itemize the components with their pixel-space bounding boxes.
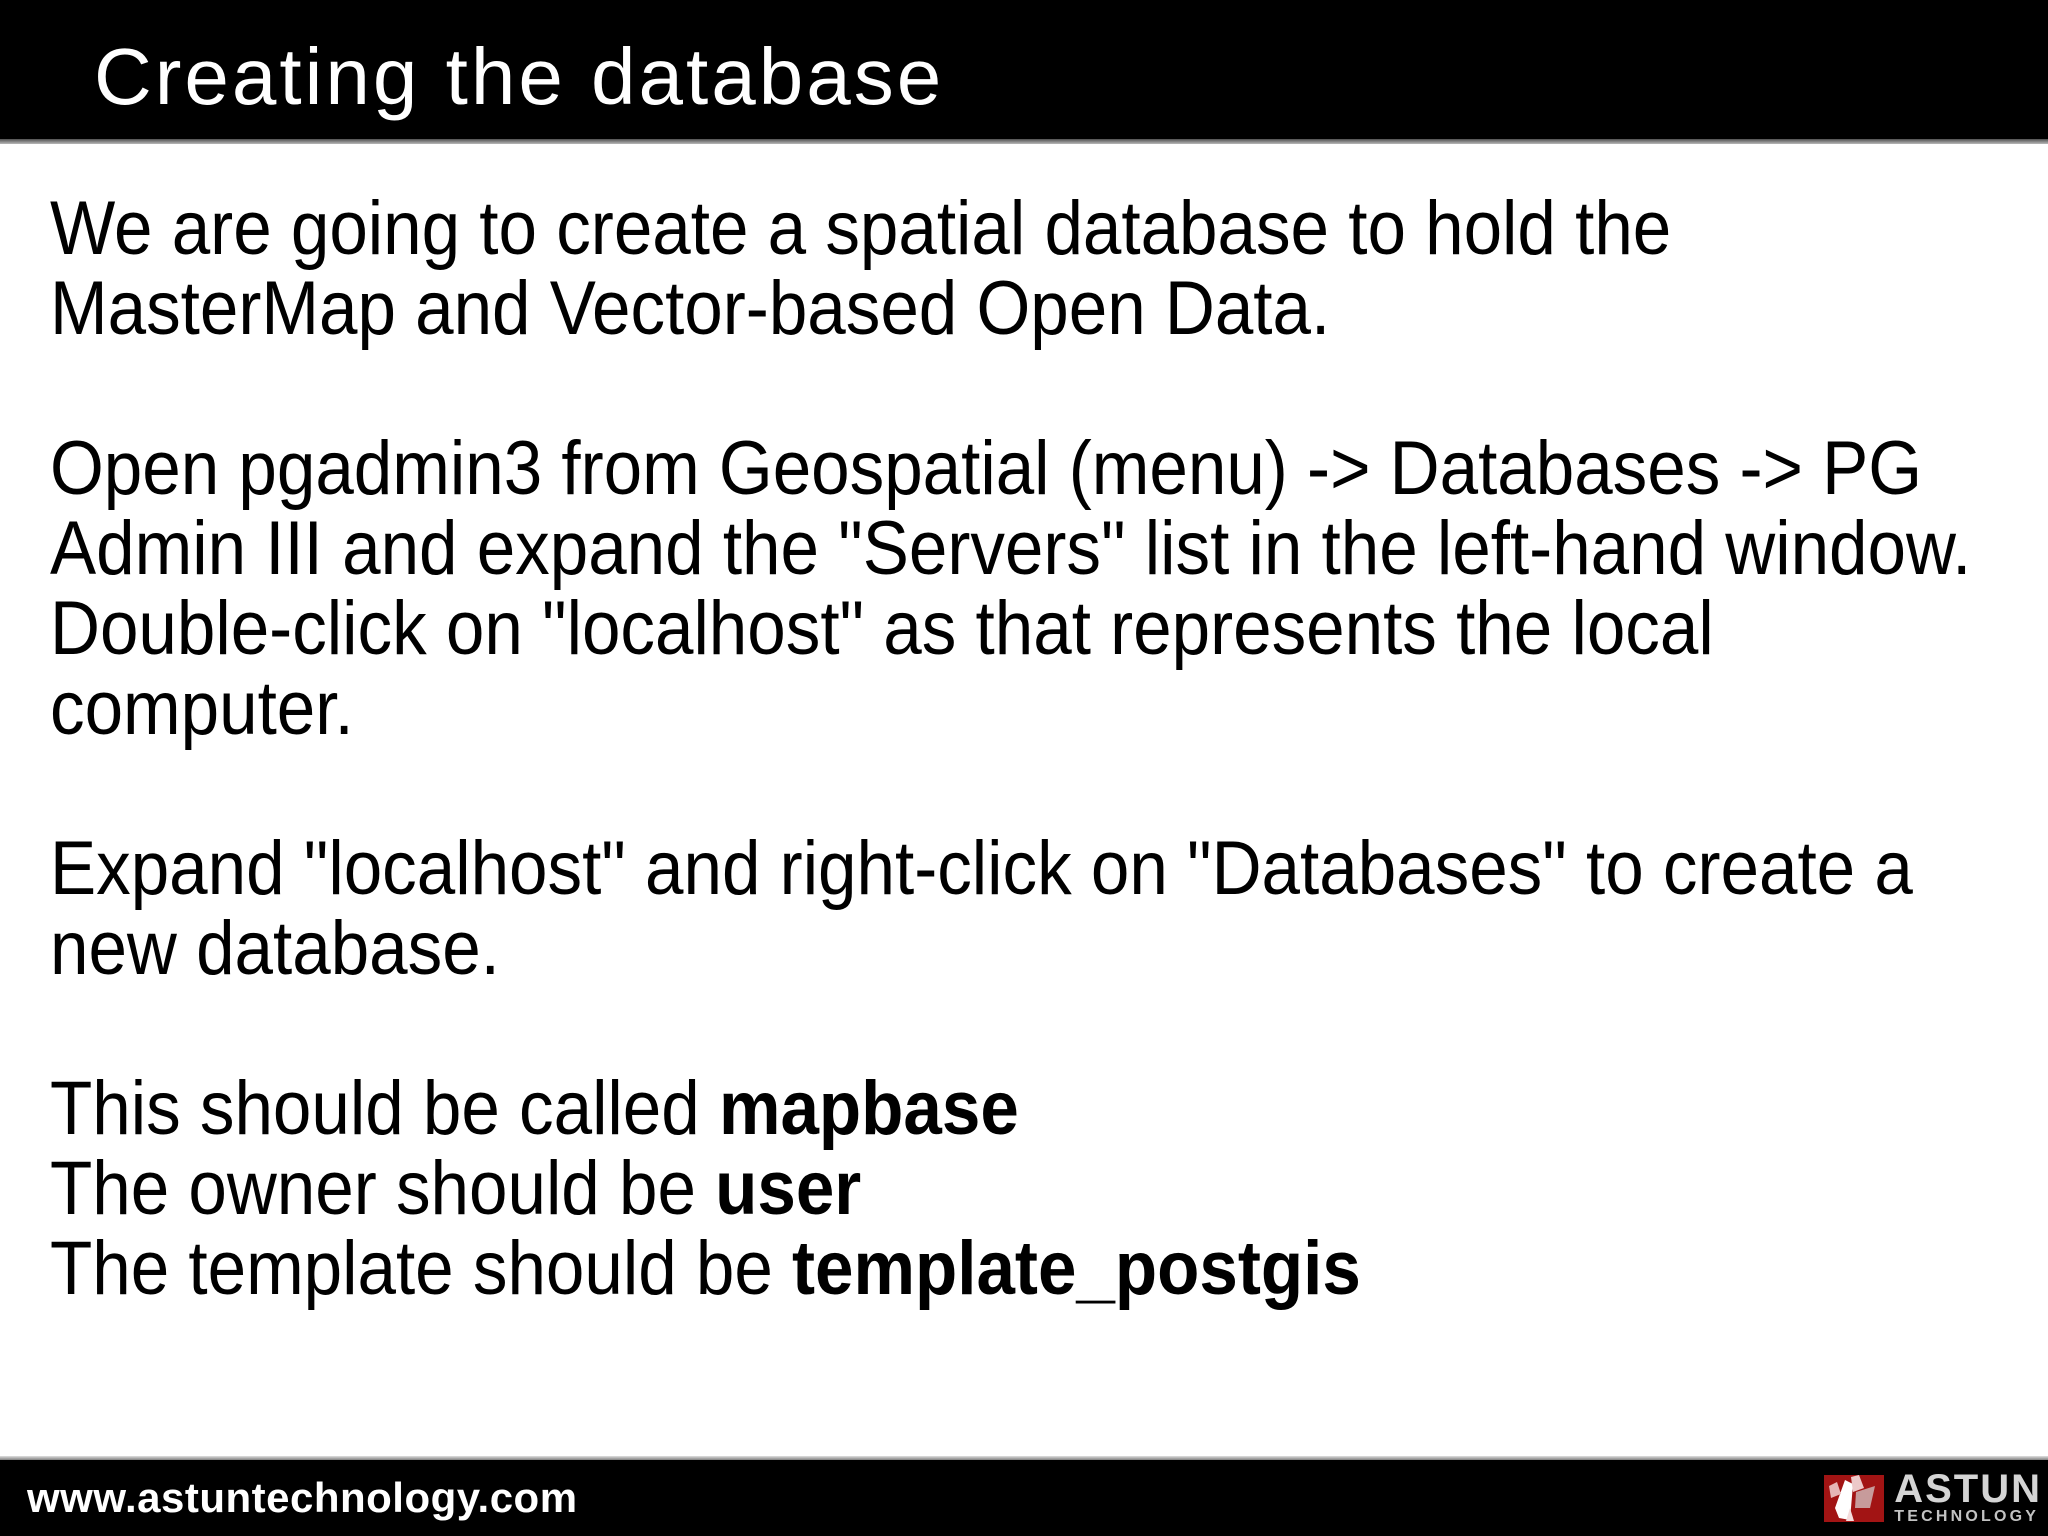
- emphasized-text: user: [715, 1146, 862, 1231]
- body-line-text: computer.: [50, 669, 354, 749]
- body-line: Admin III and expand the "Servers" list …: [50, 509, 2048, 589]
- astun-logo-icon: [1824, 1474, 1885, 1522]
- emphasized-text: template_postgis: [792, 1226, 1361, 1311]
- body-line: We are going to create a spatial databas…: [50, 189, 2048, 269]
- body-line-text: Open pgadmin3 from Geospatial (menu) -> …: [50, 429, 1922, 509]
- body-line-text: Admin III and expand the "Servers" list …: [50, 509, 1971, 589]
- paragraph: Expand "localhost" and right-click on "D…: [50, 829, 2048, 989]
- body-line-text: new database.: [50, 909, 500, 989]
- text-segment: This should be called: [50, 1066, 719, 1151]
- body-line: Open pgadmin3 from Geospatial (menu) -> …: [50, 429, 2048, 509]
- text-segment: Expand "localhost" and right-click on "D…: [50, 826, 1913, 911]
- text-segment: MasterMap and Vector-based Open Data.: [50, 266, 1331, 351]
- astun-logo: ASTUN TECHNOLOGY: [1824, 1467, 2042, 1525]
- text-segment: The template should be: [50, 1226, 793, 1311]
- body-line: new database.: [50, 909, 2048, 989]
- astun-logo-text: ASTUN TECHNOLOGY: [1894, 1467, 2042, 1525]
- text-segment: computer.: [50, 666, 354, 751]
- text-segment: The owner should be: [50, 1146, 716, 1231]
- body-line-text: This should be called mapbase: [50, 1069, 1019, 1149]
- body-line: The owner should be user: [50, 1149, 2048, 1229]
- footer-bar: www.astuntechnology.com ASTUN TECHNOLOGY: [0, 1460, 2048, 1536]
- body-line: computer.: [50, 669, 2048, 749]
- text-segment: Open pgadmin3 from Geospatial (menu) -> …: [50, 426, 1923, 511]
- paragraph: Open pgadmin3 from Geospatial (menu) -> …: [50, 429, 2048, 749]
- body-line: This should be called mapbase: [50, 1069, 2048, 1149]
- emphasized-text: mapbase: [718, 1066, 1019, 1151]
- text-segment: new database.: [50, 906, 500, 991]
- header-divider: [0, 139, 2048, 144]
- body-line: The template should be template_postgis: [50, 1229, 2048, 1309]
- logo-name: ASTUN: [1894, 1467, 2042, 1511]
- text-segment: Double-click on "localhost" as that repr…: [50, 586, 1714, 671]
- body-line-text: MasterMap and Vector-based Open Data.: [50, 269, 1330, 349]
- footer-divider: [0, 1456, 2048, 1460]
- text-segment: Admin III and expand the "Servers" list …: [50, 506, 1972, 591]
- title-bar: Creating the database: [0, 0, 2048, 139]
- paragraph: We are going to create a spatial databas…: [50, 189, 2048, 349]
- body-line: Double-click on "localhost" as that repr…: [50, 589, 2048, 669]
- body-line: MasterMap and Vector-based Open Data.: [50, 269, 2048, 349]
- page-title: Creating the database: [94, 32, 945, 121]
- footer-url: www.astuntechnology.com: [27, 1474, 578, 1521]
- body-line: Expand "localhost" and right-click on "D…: [50, 829, 2048, 909]
- body-line-text: Expand "localhost" and right-click on "D…: [50, 829, 1913, 909]
- logo-subtitle: TECHNOLOGY: [1894, 1508, 2040, 1525]
- text-segment: We are going to create a spatial databas…: [50, 186, 1672, 271]
- body-line-text: The template should be template_postgis: [50, 1229, 1361, 1309]
- body-line-text: We are going to create a spatial databas…: [50, 189, 1671, 269]
- slide-body: We are going to create a spatial databas…: [50, 189, 2048, 1309]
- body-line-text: The owner should be user: [50, 1149, 861, 1229]
- body-line-text: Double-click on "localhost" as that repr…: [50, 589, 1714, 669]
